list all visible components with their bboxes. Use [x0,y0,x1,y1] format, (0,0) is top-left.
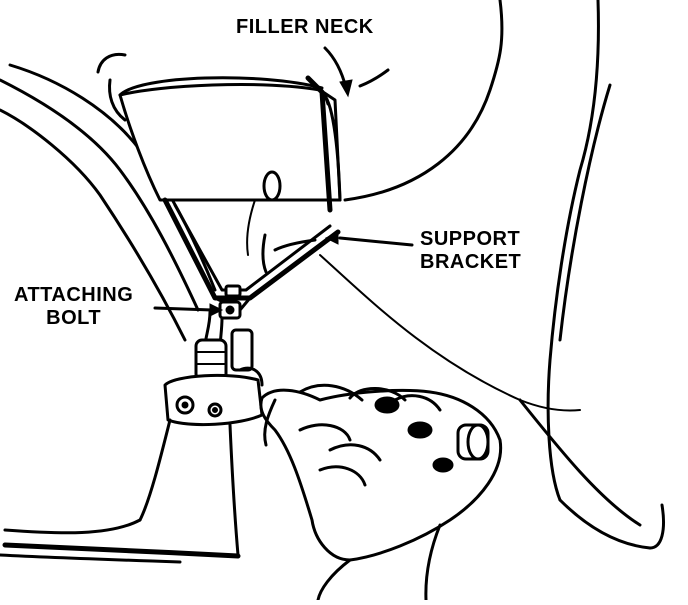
attaching-bolt-label: ATTACHING BOLT [14,284,134,329]
support-bracket-label: SUPPORT BRACKET [420,228,522,273]
filler-neck-tube [118,75,342,256]
filler-neck-label: FILLER NECK [236,16,374,38]
leader-lines [153,46,414,317]
support-bracket-arrowhead [324,231,339,245]
hand-with-tool [259,383,503,602]
fuel-hose [194,310,254,382]
lower-assembly [0,366,264,564]
body-panel [319,0,665,550]
filler-neck-arrowhead [339,79,353,98]
attaching-bolt-arrowhead [209,303,224,317]
